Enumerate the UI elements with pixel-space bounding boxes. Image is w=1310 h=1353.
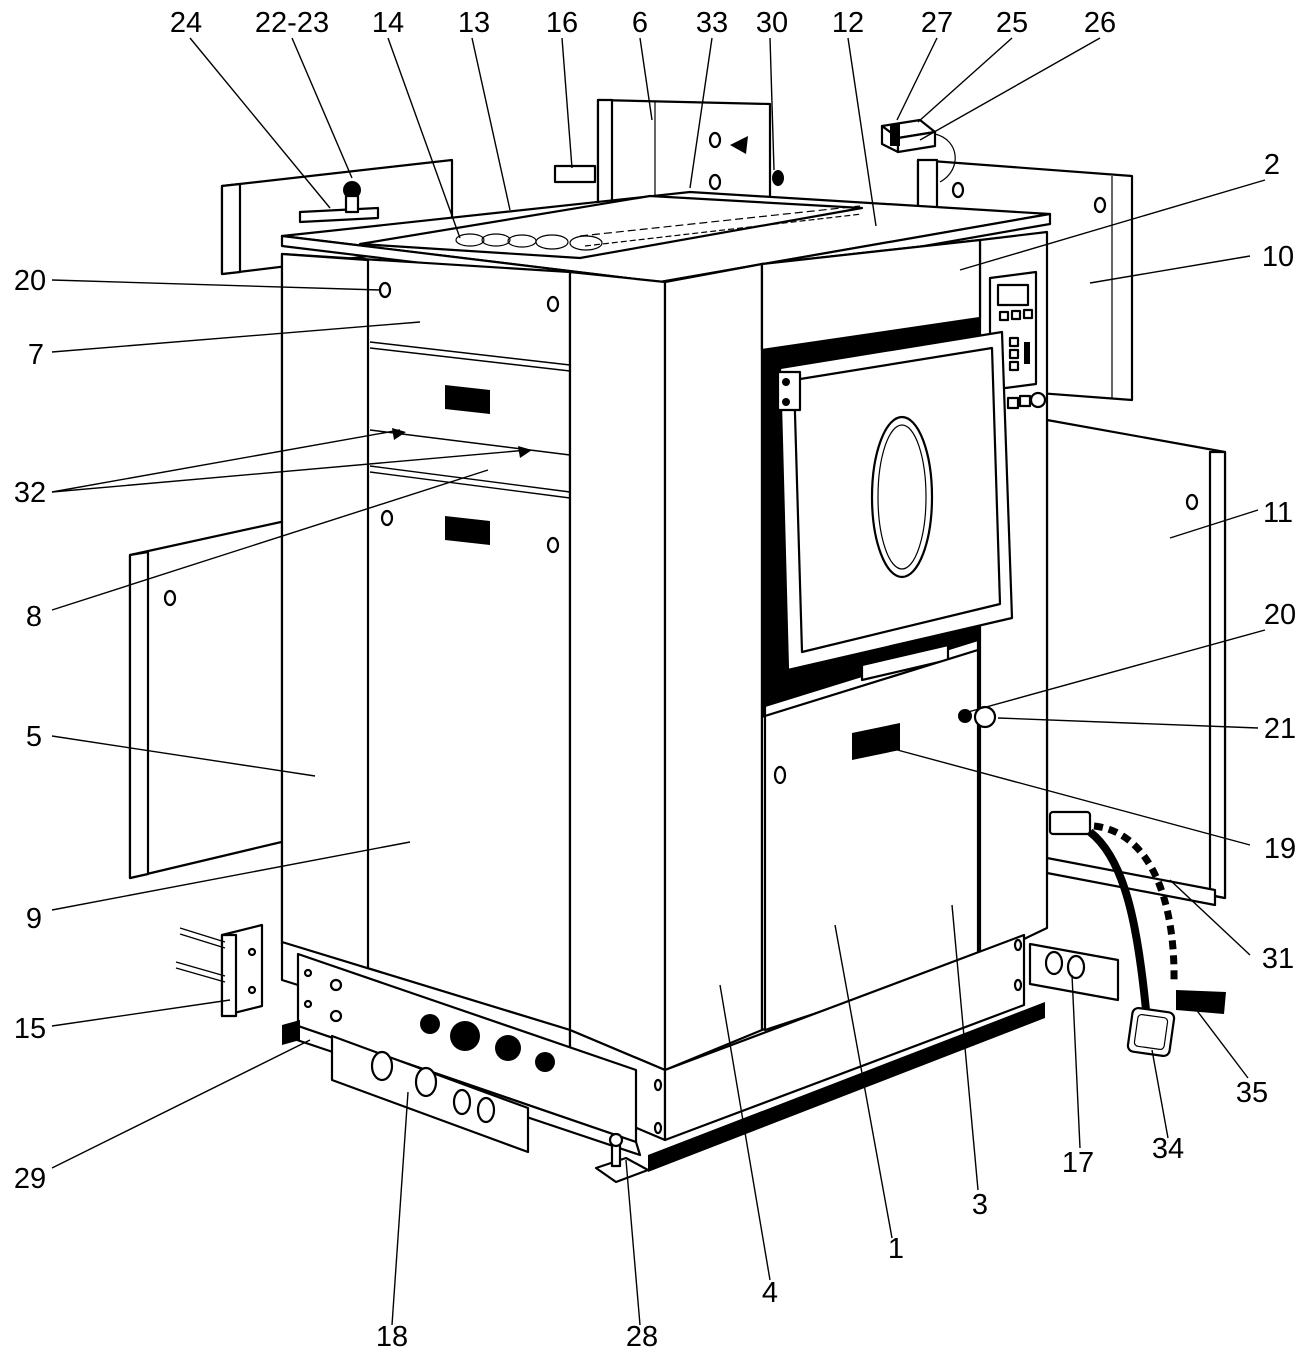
callout-27: 27 [921, 7, 953, 39]
callout-22-23: 22-23 [255, 7, 329, 39]
door [771, 330, 1014, 682]
callout-20-right: 20 [1264, 599, 1296, 631]
callout-17: 17 [1062, 1147, 1094, 1179]
callout-32: 32 [14, 477, 46, 509]
callout-14: 14 [372, 7, 404, 39]
callout-24: 24 [170, 7, 202, 39]
callout-34: 34 [1152, 1133, 1184, 1165]
callout-9: 9 [26, 903, 42, 935]
part-5-left-side-panel [128, 518, 292, 880]
callout-1: 1 [888, 1233, 904, 1265]
callout-29: 29 [14, 1163, 46, 1195]
callout-5: 5 [26, 721, 42, 753]
callout-20-top: 20 [14, 265, 46, 297]
callout-16: 16 [546, 7, 578, 39]
callout-6: 6 [632, 7, 648, 39]
callout-30: 30 [756, 7, 788, 39]
callout-33: 33 [696, 7, 728, 39]
callout-21: 21 [1264, 713, 1296, 745]
part-15-wall-bracket [175, 923, 264, 1018]
callout-2: 2 [1264, 149, 1280, 181]
part-14-top-holes [455, 233, 603, 251]
callout-15: 15 [14, 1013, 46, 1045]
callout-26: 26 [1084, 7, 1116, 39]
callout-28: 28 [626, 1321, 658, 1353]
leader-lines [51, 37, 1266, 1326]
part-17-side-plate [1028, 942, 1120, 1002]
callout-35: 35 [1236, 1077, 1268, 1109]
callout-18: 18 [376, 1321, 408, 1353]
callout-labels: 24 22-23 14 13 16 6 33 30 12 27 25 26 2 … [14, 7, 1296, 1353]
callout-11: 11 [1263, 497, 1293, 529]
part-28-foot [594, 1132, 650, 1184]
callout-25: 25 [996, 7, 1028, 39]
part-6-top-duct [553, 98, 784, 214]
callout-8: 8 [26, 601, 42, 633]
part-34-35-hoses [1087, 822, 1226, 1058]
callout-31: 31 [1262, 943, 1294, 975]
callout-4: 4 [762, 1277, 778, 1309]
part-11-right-side-panel [1045, 418, 1227, 900]
callout-19: 19 [1264, 833, 1296, 865]
part-18-cover-plate [330, 1034, 530, 1154]
callout-12: 12 [832, 7, 864, 39]
callout-13: 13 [458, 7, 490, 39]
washer-cabinet [280, 190, 1052, 1172]
part-25-switch-box [880, 118, 956, 183]
part-7-upper-panel [369, 281, 571, 372]
part-9-lower-panel [380, 509, 560, 554]
arrow-marks [392, 136, 748, 458]
part-8-middle-panel [369, 385, 571, 499]
callout-7: 7 [28, 339, 44, 371]
callout-3: 3 [972, 1189, 988, 1221]
callout-10: 10 [1262, 241, 1294, 273]
